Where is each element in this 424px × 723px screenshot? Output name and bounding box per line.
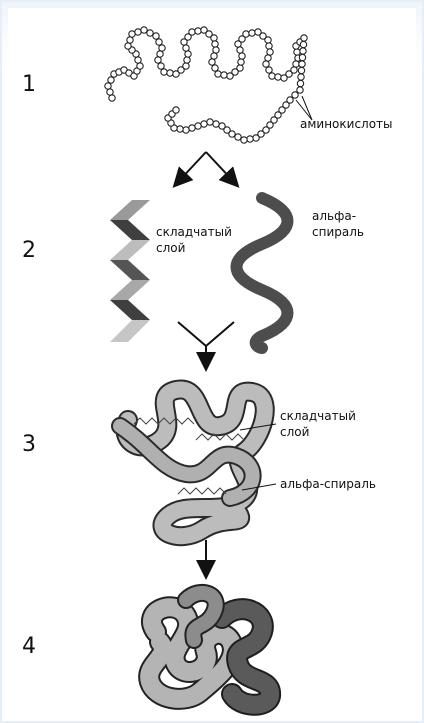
amino-acid-bead: [298, 74, 304, 80]
amino-acid-bead: [267, 49, 273, 55]
amino-acid-bead: [297, 87, 303, 93]
amino-acid-bead: [184, 57, 190, 63]
amino-acid-bead: [293, 61, 299, 67]
amino-acid-bead: [195, 123, 201, 129]
amino-acid-bead: [157, 51, 163, 57]
amino-acid-chain: [105, 27, 307, 143]
label-alpha-helix-1a: альфа-: [312, 209, 356, 223]
amino-acid-bead: [129, 31, 135, 37]
amino-acid-bead: [189, 125, 195, 131]
amino-acid-bead: [237, 47, 243, 53]
amino-acid-bead: [158, 63, 164, 69]
amino-acid-bead: [127, 37, 133, 43]
amino-acid-bead: [135, 57, 141, 63]
amino-acid-bead: [247, 136, 253, 142]
amino-acid-bead: [201, 121, 207, 127]
amino-acid-bead: [189, 29, 195, 35]
amino-acid-bead: [141, 27, 147, 33]
amino-acid-bead: [211, 35, 217, 41]
amino-acid-bead: [107, 89, 113, 95]
amino-acid-bead: [299, 54, 305, 60]
amino-acid-bead: [235, 134, 241, 140]
amino-acid-bead: [211, 53, 217, 59]
amino-acid-bead: [265, 37, 271, 43]
amino-acid-bead: [265, 55, 271, 61]
amino-acid-bead: [219, 123, 225, 129]
amino-acid-bead: [161, 69, 167, 75]
amino-acid-bead: [266, 67, 272, 73]
amino-acid-bead: [291, 67, 297, 73]
amino-acid-bead: [213, 121, 219, 127]
label-alpha-helix-2: альфа-спираль: [280, 477, 376, 491]
amino-acid-bead: [109, 95, 115, 101]
amino-acid-bead: [249, 30, 255, 36]
amino-acid-bead: [207, 119, 213, 125]
amino-acid-bead: [237, 65, 243, 71]
amino-acid-bead: [300, 48, 306, 54]
amino-acid-bead: [153, 33, 159, 39]
amino-acid-bead: [266, 43, 272, 49]
amino-acid-bead: [155, 57, 161, 63]
amino-acid-bead: [159, 45, 165, 51]
amino-acid-bead: [183, 45, 189, 51]
amino-acid-bead: [299, 61, 305, 67]
amino-acid-bead: [156, 39, 162, 45]
amino-acid-bead: [221, 72, 227, 78]
amino-acid-bead: [269, 73, 275, 79]
amino-acid-bead: [292, 92, 298, 98]
amino-acid-bead: [243, 31, 249, 37]
amino-acid-bead: [135, 29, 141, 35]
amino-acid-bead: [173, 107, 179, 113]
amino-acid-bead: [183, 127, 189, 133]
amino-acid-bead: [253, 135, 259, 141]
amino-acid-bead: [212, 65, 218, 71]
alpha-helix-secondary: [237, 198, 288, 348]
amino-acid-bead: [213, 47, 219, 53]
amino-acid-bead: [300, 41, 306, 47]
amino-acid-bead: [297, 80, 303, 86]
amino-acid-bead: [298, 67, 304, 73]
amino-acid-bead: [301, 35, 307, 41]
split-arrow: [178, 152, 234, 182]
amino-acid-bead: [105, 83, 111, 89]
amino-acid-bead: [238, 59, 244, 65]
label-alpha-helix-1b: спираль: [312, 225, 364, 239]
amino-acid-bead: [183, 63, 189, 69]
tertiary-structure: [120, 389, 265, 536]
label-amino-acids: аминокислоты: [300, 117, 393, 131]
amino-acid-bead: [239, 53, 245, 59]
amino-acid-bead: [241, 137, 247, 143]
amino-acid-bead: [209, 59, 215, 65]
label-pleated-sheet-1b: слой: [156, 241, 185, 255]
amino-acid-bead: [215, 71, 221, 77]
amino-acid-bead: [294, 49, 300, 55]
amino-acid-bead: [212, 41, 218, 47]
amino-acid-bead: [147, 30, 153, 36]
amino-acid-bead: [137, 63, 143, 69]
amino-acid-bead: [263, 61, 269, 67]
label-pleated-sheet-2b: слой: [280, 425, 309, 439]
label-pleated-sheet-2: складчатый: [280, 409, 356, 423]
amino-acid-bead: [275, 74, 281, 80]
amino-acid-bead: [167, 70, 173, 76]
amino-acid-bead: [185, 51, 191, 57]
amino-acid-bead: [177, 126, 183, 132]
pleated-sheet-secondary: [110, 200, 150, 342]
merge-arrow: [178, 322, 234, 364]
quaternary-structure: [149, 593, 270, 705]
amino-acid-bead: [125, 43, 131, 49]
label-pleated-sheet-1: складчатый: [156, 225, 232, 239]
amino-acid-bead: [108, 77, 114, 83]
amino-acid-bead: [195, 28, 201, 34]
